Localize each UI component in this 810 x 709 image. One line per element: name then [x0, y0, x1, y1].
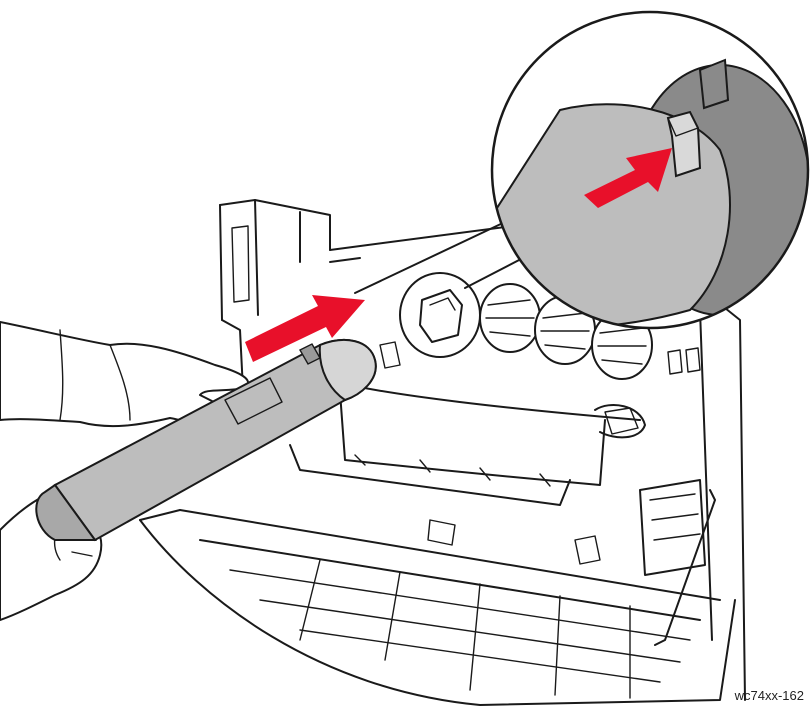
figure-caption: wc74xx-162 — [734, 688, 804, 703]
zoom-inset — [490, 10, 810, 330]
front-door — [139, 444, 736, 706]
zoom-arrow-icon — [584, 148, 672, 208]
insert-arrow-icon — [245, 295, 365, 362]
toner-cartridge — [35, 339, 377, 542]
toner-slot-black — [399, 272, 481, 358]
printer-internals — [329, 379, 706, 576]
toner-slot-2 — [479, 283, 541, 353]
